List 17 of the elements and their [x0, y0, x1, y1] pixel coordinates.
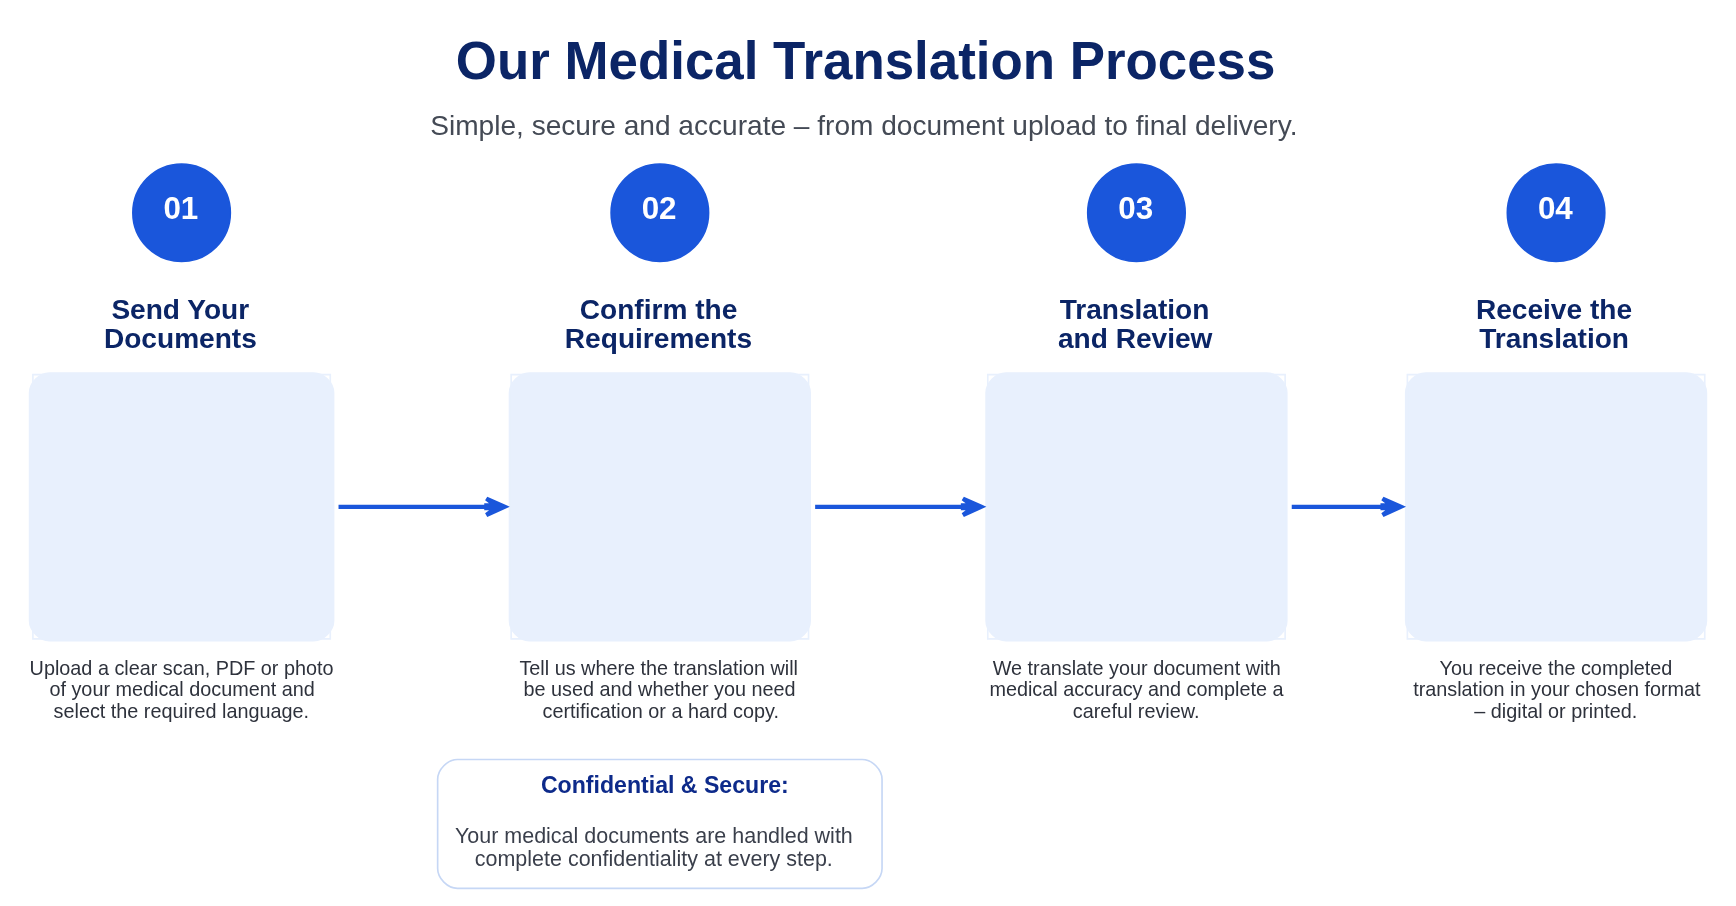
node-label: Confirm the Requirements — [564, 293, 753, 354]
arrow — [815, 495, 984, 517]
arrow — [1291, 495, 1403, 517]
node-label: We translate your document with medical accuracy and complete a careful review. — [989, 656, 1284, 722]
node-label: Tell us where the translation will be used and whether you need certification or a hard copy. — [519, 656, 799, 722]
node-label: Receive the Translation — [1475, 293, 1633, 354]
caption: Simple, secure and accurate – from document upload to final delivery. — [430, 109, 1298, 141]
node-label: Upload a clear scan, PDF or photo of your medical document and select the required language. — [29, 656, 334, 722]
node-circle: 04 — [1506, 162, 1606, 262]
diagram-title: Our Medical Translation Process — [455, 30, 1276, 90]
node-circle: 03 — [1086, 162, 1186, 262]
arrow — [338, 495, 507, 517]
node-label: You receive the completed translation in your chosen format – digital or printed. — [1413, 656, 1701, 722]
node-circle: 01 — [132, 162, 232, 262]
node-label: Send Your Documents — [103, 293, 257, 354]
node-circle: 02 — [610, 162, 710, 262]
node-label: Translation and Review — [1057, 293, 1213, 354]
